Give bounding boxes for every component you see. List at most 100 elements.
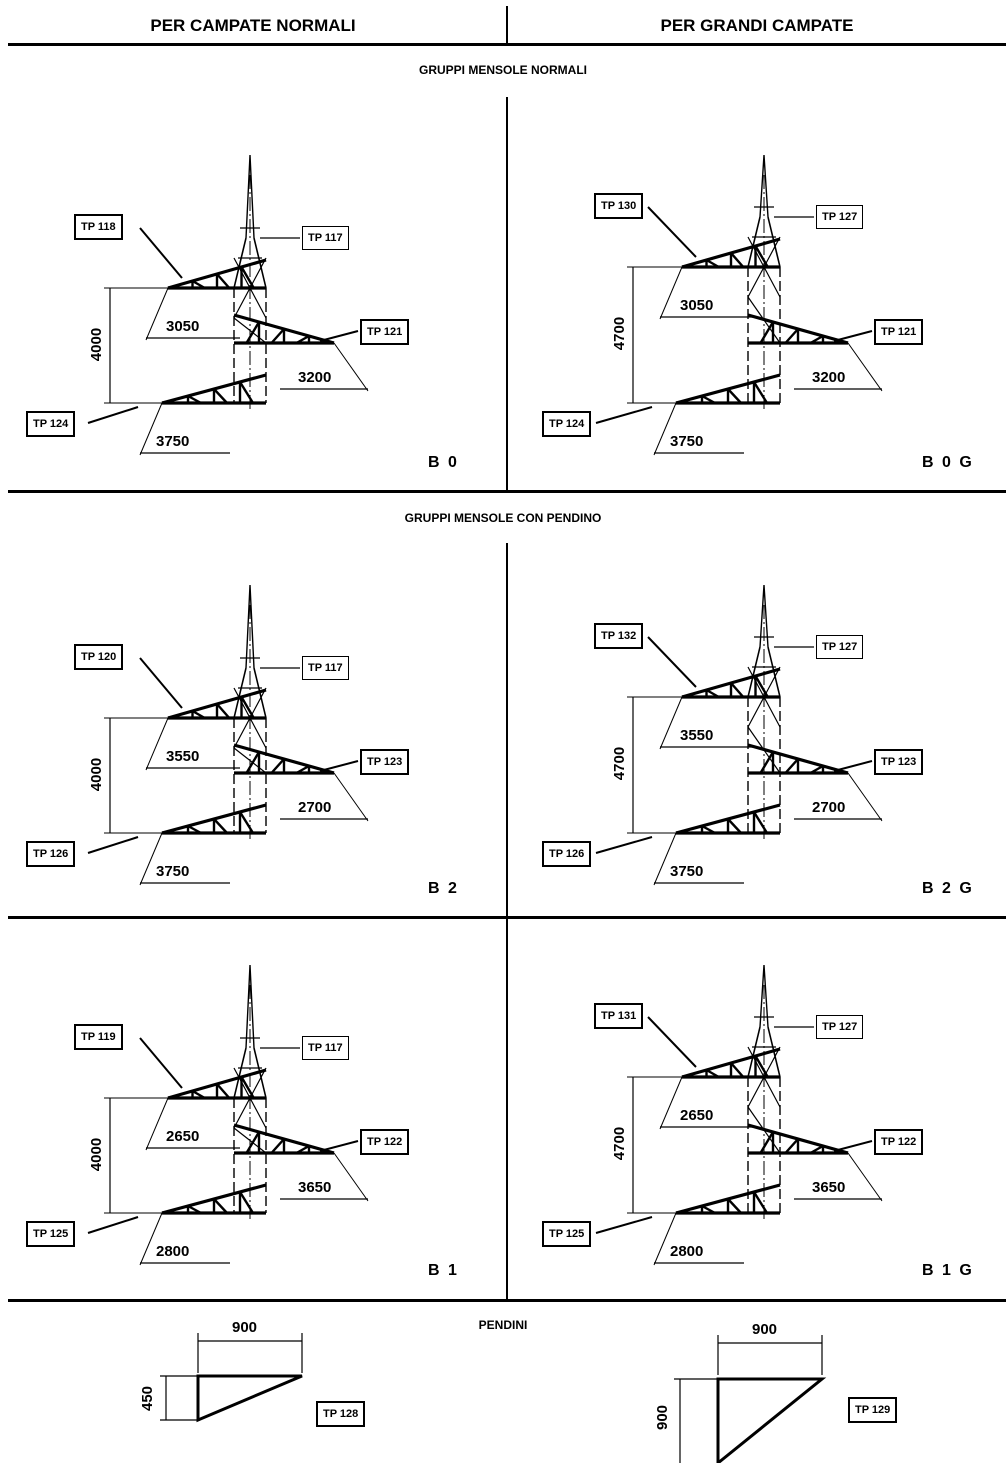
tp-label-tower: TP 117 [302, 1036, 349, 1060]
header-left: PER CAMPATE NORMALI [150, 16, 356, 35]
pendino-right-height: 900 [654, 1404, 672, 1431]
b2-crossarm [233, 743, 335, 775]
configuration-code: B 2 [428, 880, 459, 897]
tp-label-bottom-arm: TP 125 [542, 1221, 592, 1247]
section-title-pendino: GRUPPI MENSOLE CON PENDINO [404, 511, 602, 525]
b2g-crossarm [681, 667, 781, 699]
b0g-crossarm [675, 373, 781, 405]
b1-crossarm [167, 1068, 267, 1100]
b0g-crossarm [681, 237, 781, 269]
section-title-normali: GRUPPI MENSOLE NORMALI [418, 63, 587, 77]
divider-row1 [506, 97, 508, 490]
tp-label-pendino-left: TP 128 [316, 1401, 366, 1427]
pendino-right-drawing [674, 1335, 827, 1463]
tp-label-tower: TP 127 [816, 1015, 864, 1039]
tp-label-tower: TP 117 [302, 656, 349, 680]
tp-label-pendino-right: TP 129 [848, 1397, 898, 1423]
tp-label-top-arm: TP 130 [594, 193, 644, 219]
configuration-code: B 2 G [922, 880, 974, 897]
section-title-pendini: PENDINI [478, 1318, 528, 1332]
rule-row1 [8, 490, 1006, 493]
b0-crossarm [167, 258, 267, 290]
b1g-crossarm [675, 1183, 781, 1215]
pendino-right-width: 900 [752, 1321, 778, 1338]
tp-label-top-arm: TP 118 [74, 214, 123, 240]
b0-tower-drawing [87, 154, 369, 456]
tp-label-top-arm: TP 120 [74, 644, 124, 670]
b0-crossarm [161, 373, 267, 405]
dim-upper-arm: 3550 [680, 727, 714, 744]
b1-crossarm [161, 1183, 267, 1215]
tp-label-top-arm: TP 132 [594, 623, 644, 649]
dim-right-arm: 3650 [298, 1179, 332, 1196]
dim-height: 4700 [611, 746, 629, 781]
configuration-code: B 1 [428, 1262, 459, 1279]
tp-label-tower: TP 127 [816, 205, 864, 229]
tp-label-bottom-arm: TP 126 [26, 841, 76, 867]
dim-upper-arm: 3050 [166, 318, 200, 335]
tp-label-bottom-arm: TP 125 [26, 1221, 76, 1247]
dim-right-arm: 2700 [812, 799, 846, 816]
pendino-right: 900 900 TP 129 [508, 1305, 1006, 1463]
rule-row3 [8, 1299, 1006, 1302]
dim-right-arm: 3200 [812, 369, 846, 386]
header-right: PER GRANDI CAMPATE [660, 16, 854, 35]
b1-tower-drawing [87, 964, 369, 1266]
tp-label-top-arm: TP 119 [74, 1024, 123, 1050]
b2g-tower-drawing [595, 584, 883, 886]
pendino-left-height: 450 [139, 1385, 157, 1412]
b0g-tower-drawing [595, 154, 883, 456]
tp-label-tower: TP 117 [302, 226, 349, 250]
configuration-code: B 0 G [922, 454, 974, 471]
tp-label-tower: TP 127 [816, 635, 864, 659]
b2-crossarm [161, 803, 267, 835]
dim-upper-arm: 3550 [166, 748, 200, 765]
pendino-left-width: 900 [232, 1319, 258, 1336]
tower-panel-b0g: TP 130 TP 127 TP 121 TP 124 3050 3200 3750 4700… [508, 100, 1006, 488]
header-divider [506, 6, 508, 44]
dim-lower-arm: 3750 [156, 863, 190, 880]
dim-lower-arm: 3750 [156, 433, 190, 450]
b2-crossarm [167, 688, 267, 720]
dim-height: 4700 [611, 1126, 629, 1161]
dim-right-arm: 2700 [298, 799, 332, 816]
dim-lower-arm: 2800 [156, 1243, 190, 1260]
dim-height: 4000 [88, 1137, 106, 1171]
dim-height: 4700 [611, 316, 629, 351]
tp-label-bottom-arm: TP 124 [26, 411, 76, 437]
dim-upper-arm: 2650 [166, 1128, 200, 1145]
dim-lower-arm: 3750 [670, 433, 704, 450]
b1g-tower-drawing [595, 964, 883, 1266]
rule-row2 [8, 916, 1006, 919]
tp-label-right-arm: TP 121 [360, 319, 410, 345]
divider-row2 [506, 543, 508, 916]
b2-tower-drawing [87, 584, 369, 886]
divider-row3 [506, 918, 508, 1299]
pendino-left-drawing [160, 1333, 303, 1423]
tp-label-bottom-arm: TP 126 [542, 841, 592, 867]
tp-label-right-arm: TP 123 [360, 749, 410, 775]
b1g-crossarm [681, 1047, 781, 1079]
b0g-crossarm [747, 313, 849, 345]
b1g-crossarm [747, 1123, 849, 1155]
tp-label-top-arm: TP 131 [594, 1003, 644, 1029]
b1-crossarm [233, 1123, 335, 1155]
b0-crossarm [233, 313, 335, 345]
b2g-crossarm [675, 803, 781, 835]
dim-upper-arm: 3050 [680, 297, 714, 314]
tp-label-right-arm: TP 121 [874, 319, 924, 345]
tp-label-right-arm: TP 123 [874, 749, 924, 775]
dim-right-arm: 3650 [812, 1179, 846, 1196]
b2g-crossarm [747, 743, 849, 775]
tp-label-right-arm: TP 122 [874, 1129, 924, 1155]
tp-label-bottom-arm: TP 124 [542, 411, 592, 437]
dim-lower-arm: 2800 [670, 1243, 704, 1260]
dim-upper-arm: 2650 [680, 1107, 714, 1124]
pendino-left: 900 450 TP 128 [0, 1305, 506, 1463]
dim-right-arm: 3200 [298, 369, 332, 386]
header-rule [8, 43, 1006, 46]
